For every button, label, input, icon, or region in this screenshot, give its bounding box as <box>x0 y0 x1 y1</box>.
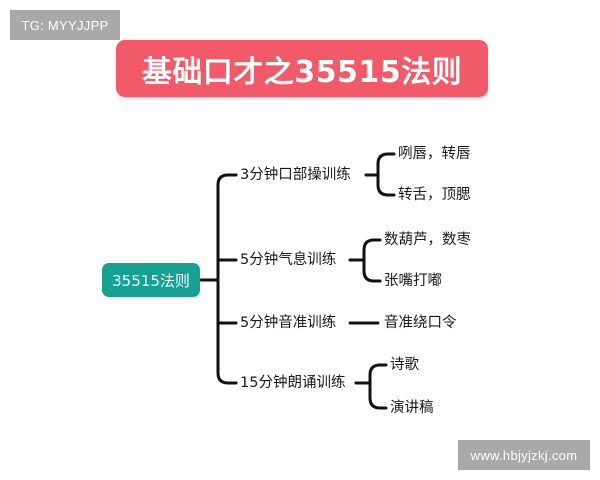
root-node: 35515法则 <box>102 263 200 297</box>
leaf-node-1-1: 咧唇，转唇 <box>398 146 471 162</box>
branch-node-3: 5分钟音准训练 <box>240 315 337 331</box>
branch-node-1: 3分钟口部操训练 <box>240 167 351 183</box>
leaf-node-4-1: 诗歌 <box>390 357 419 373</box>
leaf-node-1-2: 转舌，顶腮 <box>398 187 471 203</box>
leaf-node-4-2: 演讲稿 <box>390 400 434 416</box>
page-title: 基础口才之35515法则 <box>116 40 488 97</box>
main-trunk-line <box>216 173 230 385</box>
leaf-node-3-1: 音准绕口令 <box>384 315 457 331</box>
branch-node-4: 15分钟朗诵训练 <box>240 375 346 391</box>
branch-node-2: 5分钟气息训练 <box>240 252 337 268</box>
leaf-node-2-1: 数葫芦，数枣 <box>384 232 471 248</box>
watermark-bottom-right: www.hbjyjzkj.com <box>458 440 590 470</box>
leaf-node-2-2: 张嘴打嘟 <box>384 273 442 289</box>
watermark-top-left: TG: MYYJJPP <box>10 10 120 40</box>
